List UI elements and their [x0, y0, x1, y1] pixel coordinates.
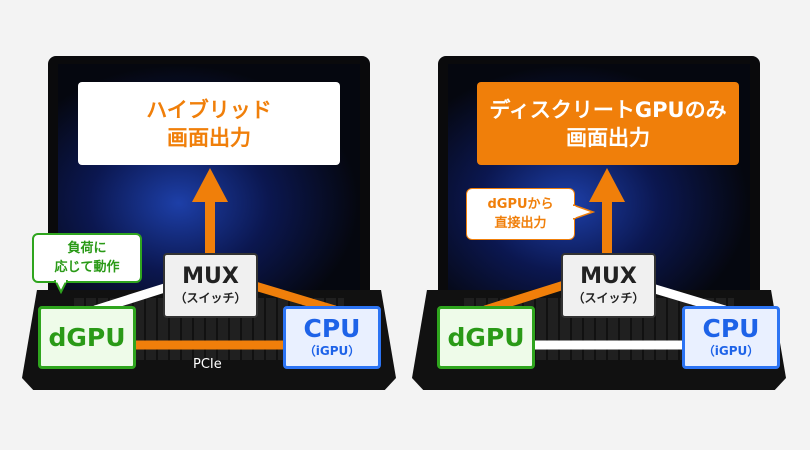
- left-output-line2: 画面出力: [167, 125, 251, 150]
- right-callout-bubble: dGPUから 直接出力: [466, 188, 575, 240]
- left-cpu-sub: （iGPU）: [303, 344, 361, 358]
- right-dgpu-box: dGPU: [437, 306, 535, 369]
- left-bubble-line2: 応じて動作: [54, 260, 120, 275]
- left-pcie-label: PCIe: [193, 357, 222, 372]
- right-output-box: ディスクリートGPUのみ 画面出力: [477, 82, 739, 165]
- left-mux-box: MUX （スイッチ）: [163, 253, 258, 318]
- right-up-arrow-head: [589, 168, 625, 202]
- right-bubble-line2: 直接出力: [494, 216, 547, 231]
- left-output-line1: ハイブリッド: [146, 97, 272, 122]
- right-output-line2: 画面出力: [566, 125, 650, 150]
- right-output-line1: ディスクリートGPUのみ: [489, 97, 727, 122]
- left-callout-bubble: 負荷に 応じて動作: [32, 233, 142, 283]
- left-up-arrow-head: [192, 168, 228, 202]
- left-bubble-tail: [54, 280, 68, 294]
- left-cpu-box: CPU （iGPU）: [283, 306, 381, 369]
- right-cpu-box: CPU （iGPU）: [682, 306, 780, 369]
- left-mux-title: MUX: [182, 264, 239, 289]
- right-bubble-tail: [573, 204, 595, 220]
- right-cpu-sub: （iGPU）: [702, 344, 760, 358]
- left-dgpu-label: dGPU: [48, 323, 126, 352]
- right-mux-box: MUX （スイッチ）: [561, 253, 656, 318]
- left-bubble-line1: 負荷に: [67, 241, 107, 256]
- left-output-box: ハイブリッド 画面出力: [78, 82, 340, 165]
- left-dgpu-box: dGPU: [38, 306, 136, 369]
- right-mux-title: MUX: [580, 264, 637, 289]
- right-mux-sub: （スイッチ）: [572, 291, 645, 305]
- right-bubble-line1: dGPUから: [487, 197, 554, 212]
- right-dgpu-label: dGPU: [447, 323, 525, 352]
- left-cpu-title: CPU: [303, 314, 361, 343]
- left-mux-sub: （スイッチ）: [174, 291, 247, 305]
- right-cpu-title: CPU: [702, 314, 760, 343]
